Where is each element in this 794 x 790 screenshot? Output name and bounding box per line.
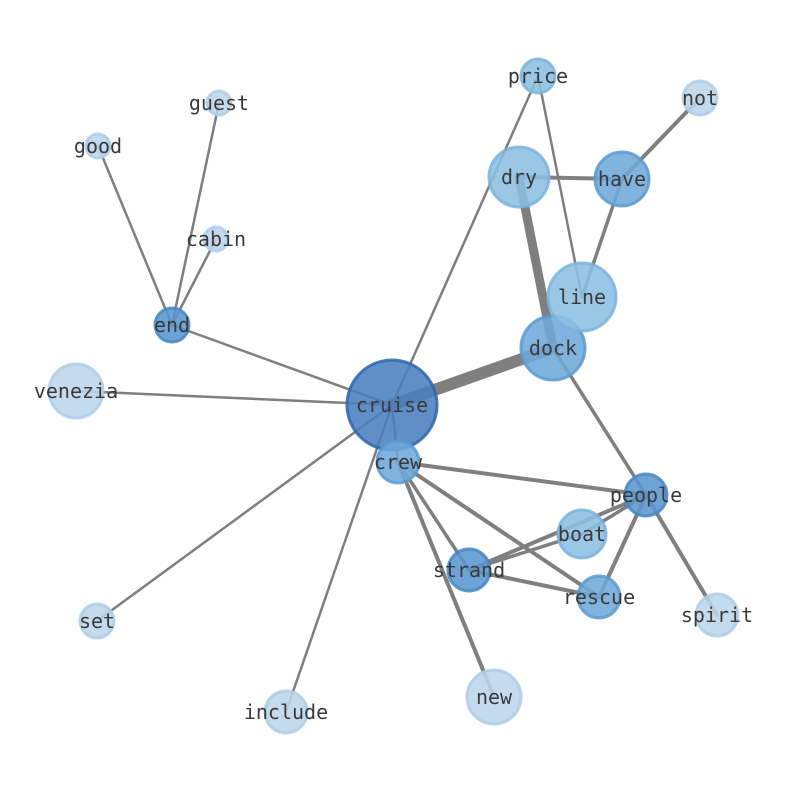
node-dry: dry — [487, 145, 551, 209]
edge-people-spirit — [644, 493, 719, 617]
node-cruise: cruise — [345, 358, 439, 452]
node-circle-crew — [375, 439, 421, 485]
node-crew: crew — [374, 439, 423, 485]
node-guest: guest — [189, 89, 249, 117]
edge-crew-rescue — [396, 460, 601, 599]
edge-crew-new — [396, 460, 496, 699]
node-label-have: have — [598, 167, 646, 191]
node-label-include: include — [244, 700, 328, 724]
node-label-rescue: rescue — [563, 585, 635, 609]
edge-price-line — [536, 74, 584, 299]
node-circle-dry — [487, 145, 551, 209]
node-boat: boat — [556, 508, 608, 560]
node-price: price — [508, 57, 568, 95]
node-circle-people — [623, 472, 669, 518]
node-label-price: price — [508, 64, 568, 88]
node-label-end: end — [154, 313, 190, 337]
node-venezia: venezia — [34, 362, 118, 420]
node-label-dry: dry — [501, 165, 537, 189]
node-label-crew: crew — [374, 450, 423, 474]
node-circle-set — [78, 602, 116, 640]
node-circle-price — [519, 57, 557, 95]
node-label-cabin: cabin — [186, 227, 246, 251]
node-label-spirit: spirit — [681, 603, 753, 627]
node-label-cruise: cruise — [356, 393, 428, 417]
node-label-new: new — [476, 685, 513, 709]
node-circle-boat — [556, 508, 608, 560]
nodes-layer: cruise dock line dry have price not guest good ca… — [34, 57, 753, 735]
node-circle-end — [153, 306, 191, 344]
node-label-set: set — [79, 609, 115, 633]
node-circle-guest — [205, 89, 233, 117]
node-new: new — [465, 668, 523, 726]
node-circle-have — [593, 150, 651, 208]
node-label-venezia: venezia — [34, 379, 118, 403]
node-not: not — [681, 79, 719, 117]
node-cabin: cabin — [186, 225, 246, 253]
node-strand: strand — [433, 547, 505, 593]
edge-end-good — [96, 144, 174, 327]
edge-cruise-include — [284, 403, 394, 714]
node-label-good: good — [74, 134, 122, 158]
node-end: end — [153, 306, 191, 344]
node-circle-good — [84, 132, 112, 160]
edge-cruise-venezia — [74, 389, 394, 407]
node-circle-rescue — [576, 574, 622, 620]
edge-cruise-set — [95, 403, 394, 623]
node-circle-spirit — [694, 592, 740, 638]
node-label-boat: boat — [558, 522, 606, 546]
edge-cruise-price — [390, 74, 540, 407]
node-circle-new — [465, 668, 523, 726]
node-include: include — [244, 689, 328, 735]
node-label-people: people — [610, 483, 682, 507]
node-label-strand: strand — [433, 558, 505, 582]
node-label-guest: guest — [189, 91, 249, 115]
node-circle-strand — [446, 547, 492, 593]
node-circle-not — [681, 79, 719, 117]
edge-crew-people — [396, 460, 648, 497]
node-circle-cabin — [202, 225, 230, 253]
node-spirit: spirit — [681, 592, 753, 638]
node-circle-line — [546, 261, 618, 333]
node-circle-include — [263, 689, 309, 735]
node-label-line: line — [558, 285, 606, 309]
node-label-dock: dock — [529, 336, 577, 360]
node-have: have — [593, 150, 651, 208]
node-rescue: rescue — [563, 574, 635, 620]
edge-end-guest — [170, 101, 221, 327]
node-line: line — [546, 261, 618, 333]
node-people: people — [610, 472, 682, 518]
node-dock: dock — [519, 314, 587, 382]
node-label-not: not — [682, 86, 718, 110]
node-good: good — [74, 132, 122, 160]
node-set: set — [78, 602, 116, 640]
node-circle-venezia — [47, 362, 105, 420]
